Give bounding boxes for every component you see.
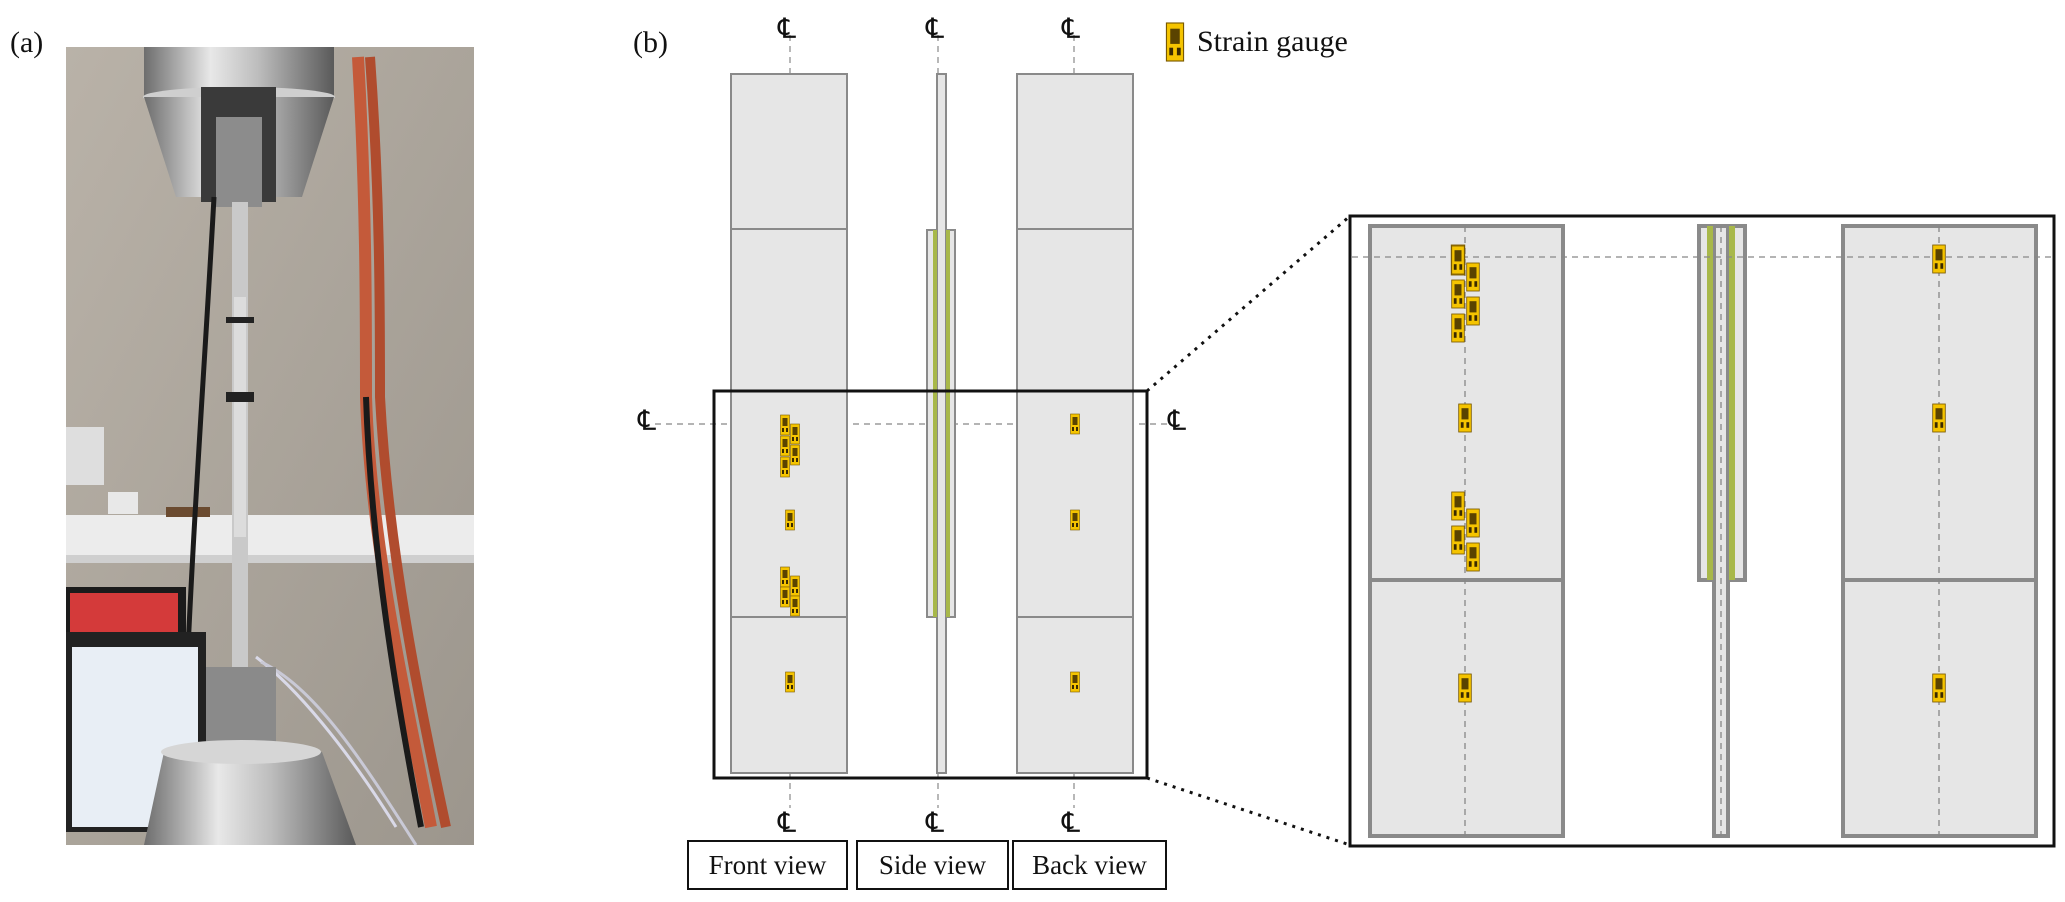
front-strain-gauges <box>780 414 800 693</box>
panel-a-label: (a) <box>10 26 44 59</box>
back-strain-gauges <box>1070 413 1080 693</box>
side-view-label: Side view <box>856 840 1009 890</box>
legend-gauge-icon <box>1165 22 1185 62</box>
zoom-front-gauges <box>1450 245 1481 703</box>
side-view-plate <box>926 73 956 774</box>
centerline-symbol-right: ℄ <box>1168 406 1186 437</box>
centerline-symbol-front-bottom: ℄ <box>778 808 796 839</box>
front-view-plate <box>730 73 848 774</box>
back-view-label: Back view <box>1012 840 1167 890</box>
centerline-symbol-side-bottom: ℄ <box>926 808 944 839</box>
zoom-panel <box>1348 214 2056 848</box>
centerline-symbol-side-top: ℄ <box>926 14 944 45</box>
test-rig-photo <box>66 47 474 845</box>
legend-label: Strain gauge <box>1197 25 1348 58</box>
centerline-symbol-back-top: ℄ <box>1062 14 1080 45</box>
centerline-symbol-front-top: ℄ <box>778 14 796 45</box>
centerline-symbol-back-bottom: ℄ <box>1062 808 1080 839</box>
front-view-label: Front view <box>687 840 848 890</box>
zoom-back-gauges <box>1931 244 1947 703</box>
back-view-plate <box>1016 73 1134 774</box>
panel-b-label: (b) <box>633 26 668 59</box>
centerline-symbol-left: ℄ <box>638 406 656 437</box>
